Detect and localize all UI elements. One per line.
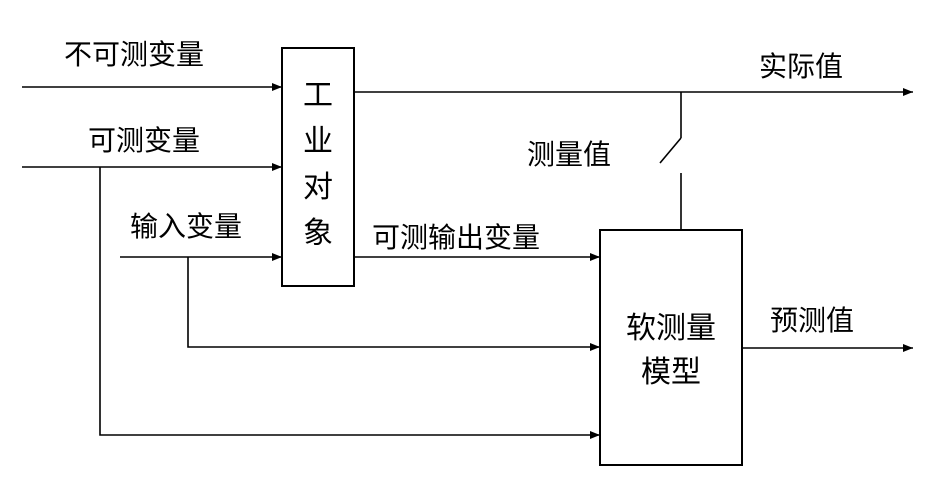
industrial-object-char-2: 业	[303, 124, 333, 159]
industrial-object-box	[281, 47, 355, 287]
predicted-value-label: 预测值	[770, 304, 854, 337]
measurable-output-variables-label: 可测输出变量	[372, 221, 540, 254]
unmeasurable-variables-label: 不可测变量	[64, 38, 204, 71]
soft-sensor-model-box	[599, 229, 743, 466]
industrial-object-char-1: 工	[303, 78, 333, 113]
industrial-object-char-3: 对	[303, 170, 333, 205]
soft-sensor-model-line-1: 软测量	[626, 311, 716, 346]
actual-value-label: 实际值	[759, 50, 843, 83]
industrial-object-char-4: 象	[303, 216, 333, 251]
measurable-variables-label: 可测变量	[88, 124, 200, 157]
measurable-branch-to-model	[99, 167, 600, 439]
input-variables-label: 输入变量	[130, 210, 242, 243]
soft-sensor-model-line-2: 模型	[641, 355, 701, 390]
measurement-switch	[659, 137, 682, 164]
input-branch-to-model	[187, 257, 600, 351]
measured-value-label: 测量值	[527, 138, 611, 171]
